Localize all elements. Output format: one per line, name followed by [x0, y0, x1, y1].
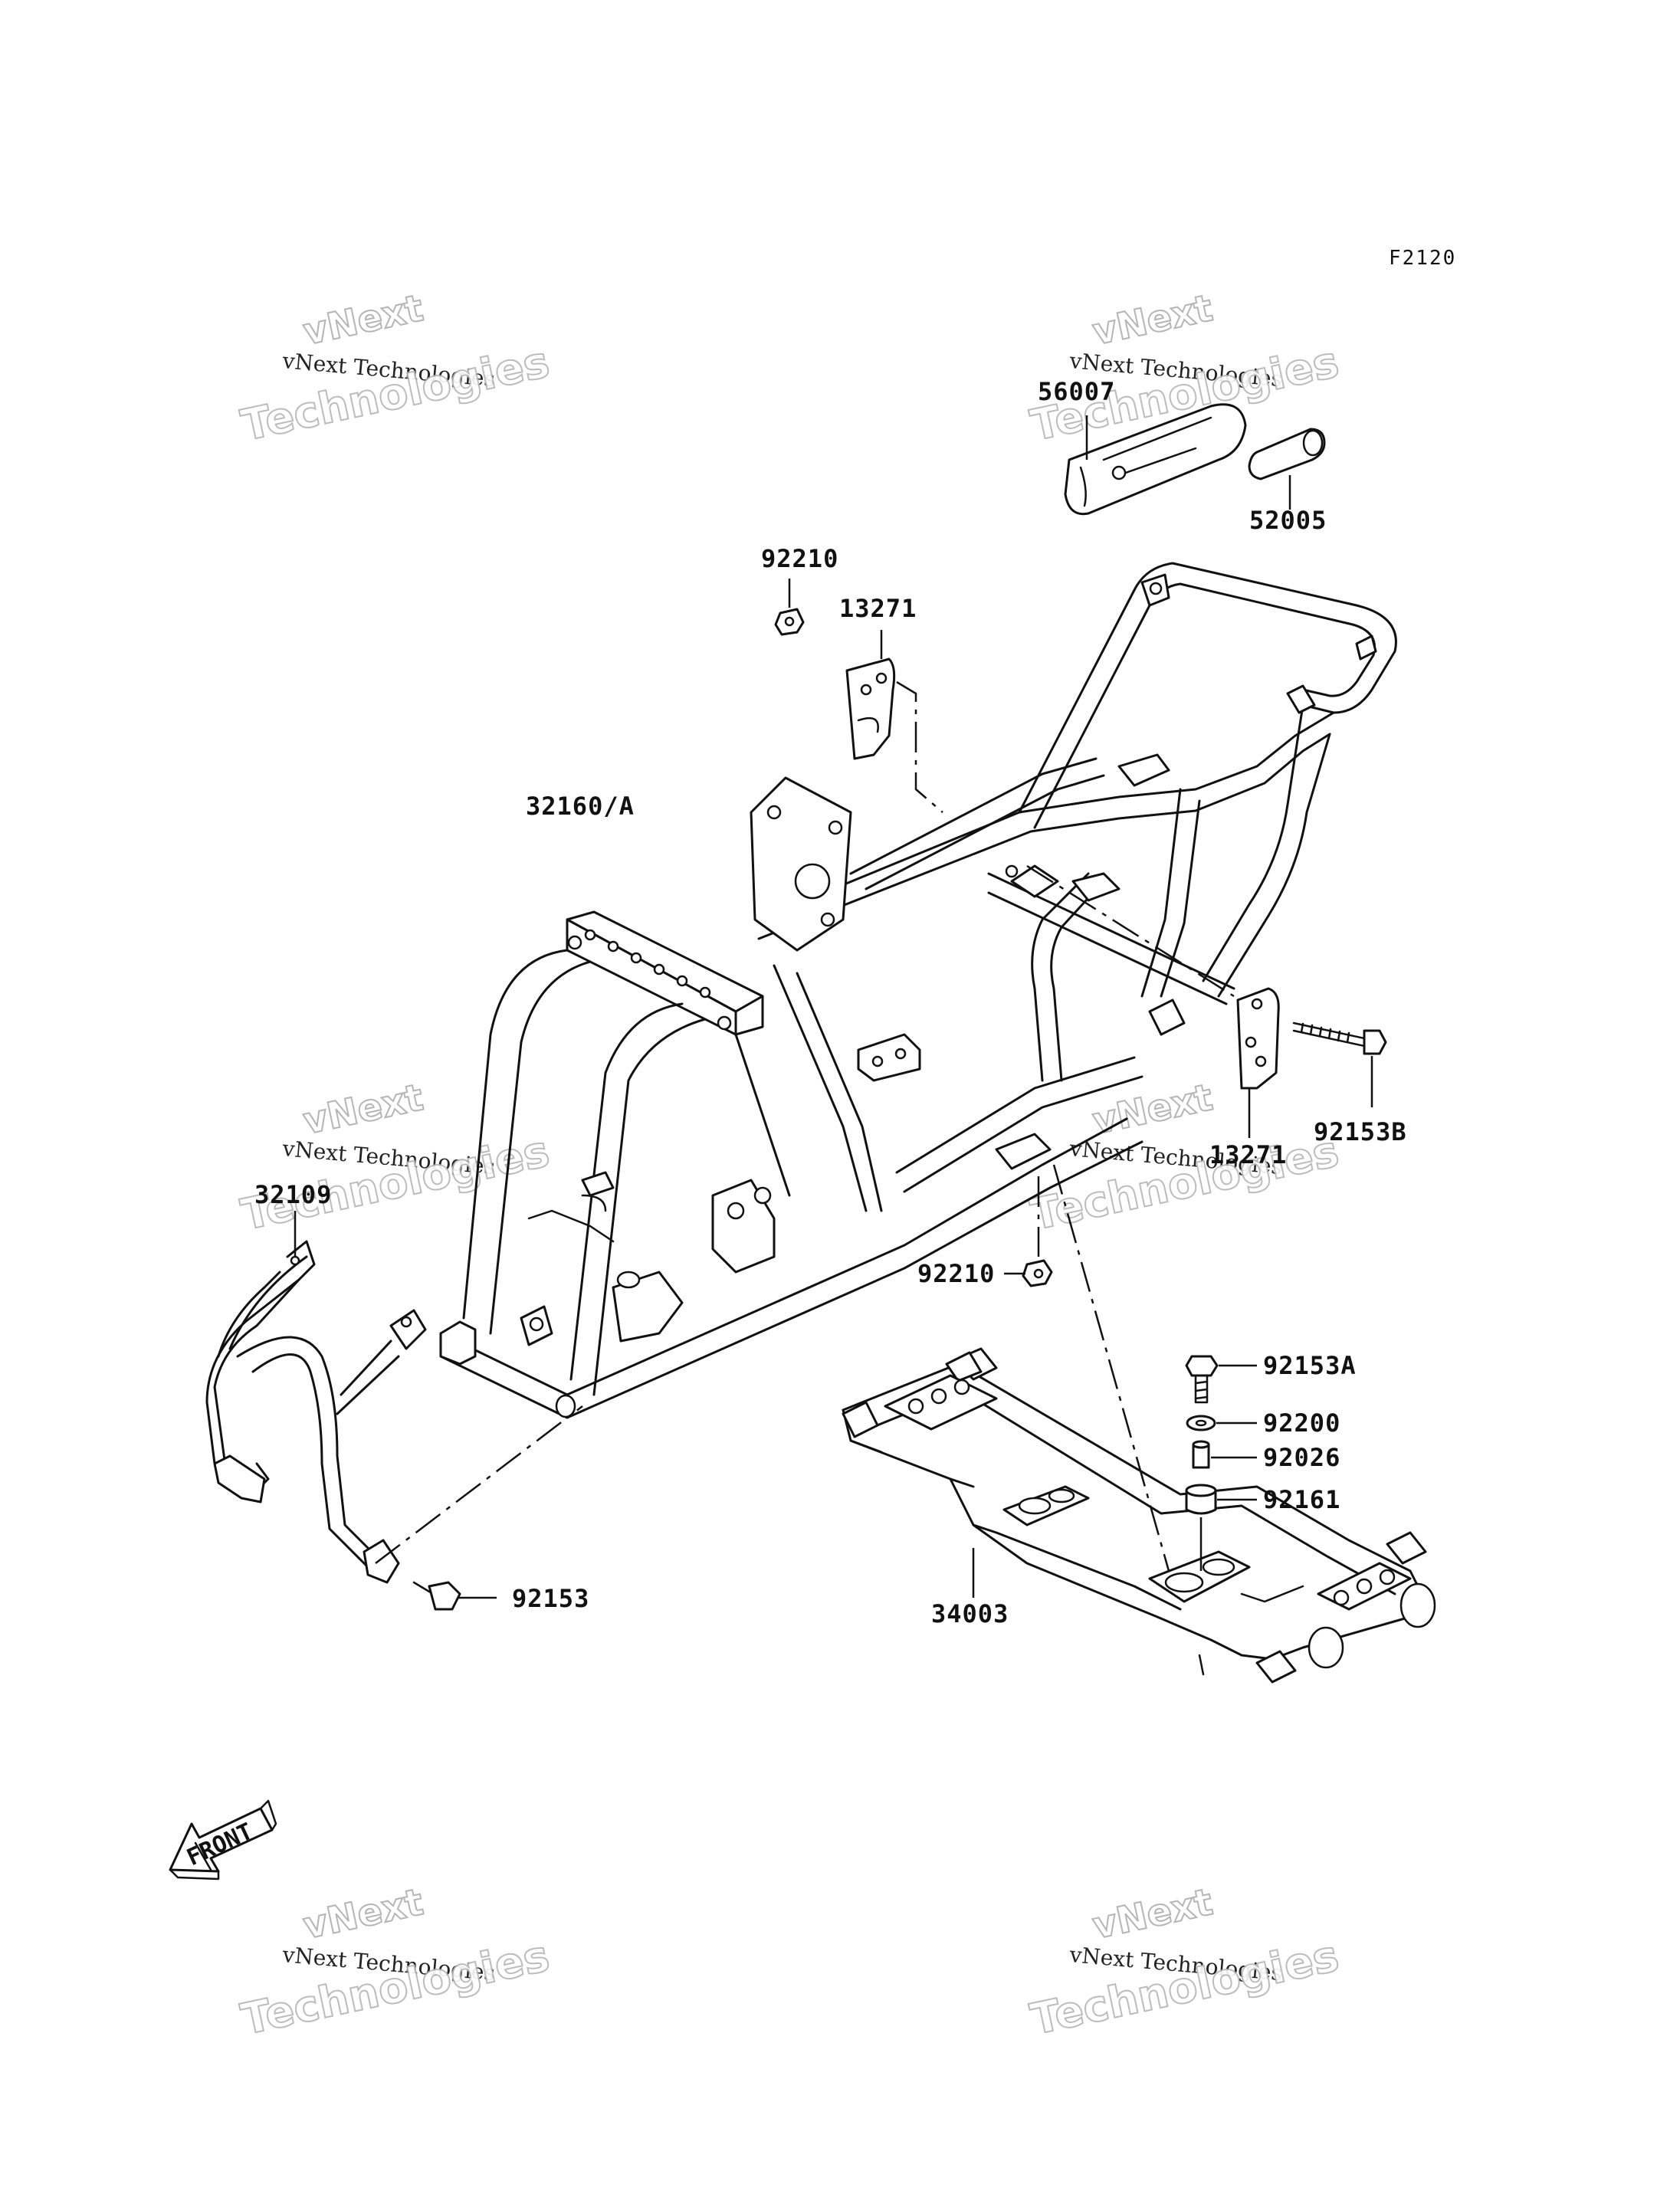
part-label-52005[interactable]: 52005 [1249, 506, 1327, 535]
part-label-92153[interactable]: 92153 [512, 1584, 589, 1613]
leader-13271-top-path [896, 680, 943, 813]
part-label-13271-top[interactable]: 13271 [839, 594, 917, 623]
part-label-92210-top[interactable]: 92210 [761, 544, 838, 573]
nut-92210-top-drawing [774, 608, 805, 636]
tool-cylinder-drawing [1248, 428, 1326, 480]
watermark-vnext: vNext [300, 1076, 427, 1143]
watermark-bottom-right: vNext vNext Technologies Technologies [1025, 1880, 1344, 2046]
bracket-13271-top-drawing [845, 657, 896, 760]
leader-13271-right-path [1026, 864, 1235, 998]
part-label-34003[interactable]: 34003 [931, 1599, 1009, 1628]
diagram-code: F2120 [1389, 247, 1456, 270]
part-label-92026[interactable]: 92026 [1263, 1443, 1340, 1472]
part-label-92153A[interactable]: 92153A [1263, 1351, 1357, 1380]
watermark-bottom-left: vNext vNext Technologies Technologies [236, 1880, 554, 2046]
front-arrow-icon: FRONT [169, 1799, 277, 1881]
part-label-32109[interactable]: 32109 [254, 1180, 332, 1209]
washer-92200-drawing [1186, 1415, 1216, 1431]
leader-mount-path [1052, 1164, 1170, 1572]
watermark-mid-left: vNext vNext Technologies Technologies [236, 1075, 554, 1241]
watermark-vnext: vNext [300, 287, 427, 354]
rubber-92161-drawing [1185, 1484, 1217, 1515]
watermark-top-left: vNext vNext Technologies Technologies [236, 286, 554, 452]
watermark-vnext: vNext [300, 1881, 427, 1948]
collar-92026-drawing [1192, 1440, 1210, 1469]
watermark-vnext: vNext [1089, 1881, 1216, 1948]
tool-pouch-drawing [1064, 403, 1247, 516]
part-label-92161[interactable]: 92161 [1263, 1485, 1340, 1514]
nut-92210-mid-drawing [1022, 1259, 1053, 1287]
bolt-92153B-drawing [1292, 1021, 1387, 1055]
front-bumper-drawing [205, 1240, 427, 1584]
part-label-92200[interactable]: 92200 [1263, 1408, 1340, 1438]
part-label-13271-right[interactable]: 13271 [1209, 1140, 1287, 1169]
engine-mount-drawing [842, 1347, 1436, 1684]
bolt-92153-drawing [412, 1581, 461, 1611]
watermark-vnext: vNext [1089, 287, 1216, 354]
bracket-13271-right-drawing [1236, 987, 1280, 1090]
main-frame-drawing [439, 562, 1397, 1419]
part-label-92153B[interactable]: 92153B [1314, 1117, 1407, 1146]
part-label-56007[interactable]: 56007 [1038, 377, 1115, 406]
leader-bumper-path [375, 1405, 583, 1564]
part-label-32160A[interactable]: 32160/A [526, 792, 635, 821]
watermark-mid-right: vNext vNext Technologies Technologies [1025, 1075, 1344, 1241]
bolt-92153A-drawing [1185, 1355, 1219, 1404]
part-label-92210-mid[interactable]: 92210 [917, 1259, 995, 1288]
